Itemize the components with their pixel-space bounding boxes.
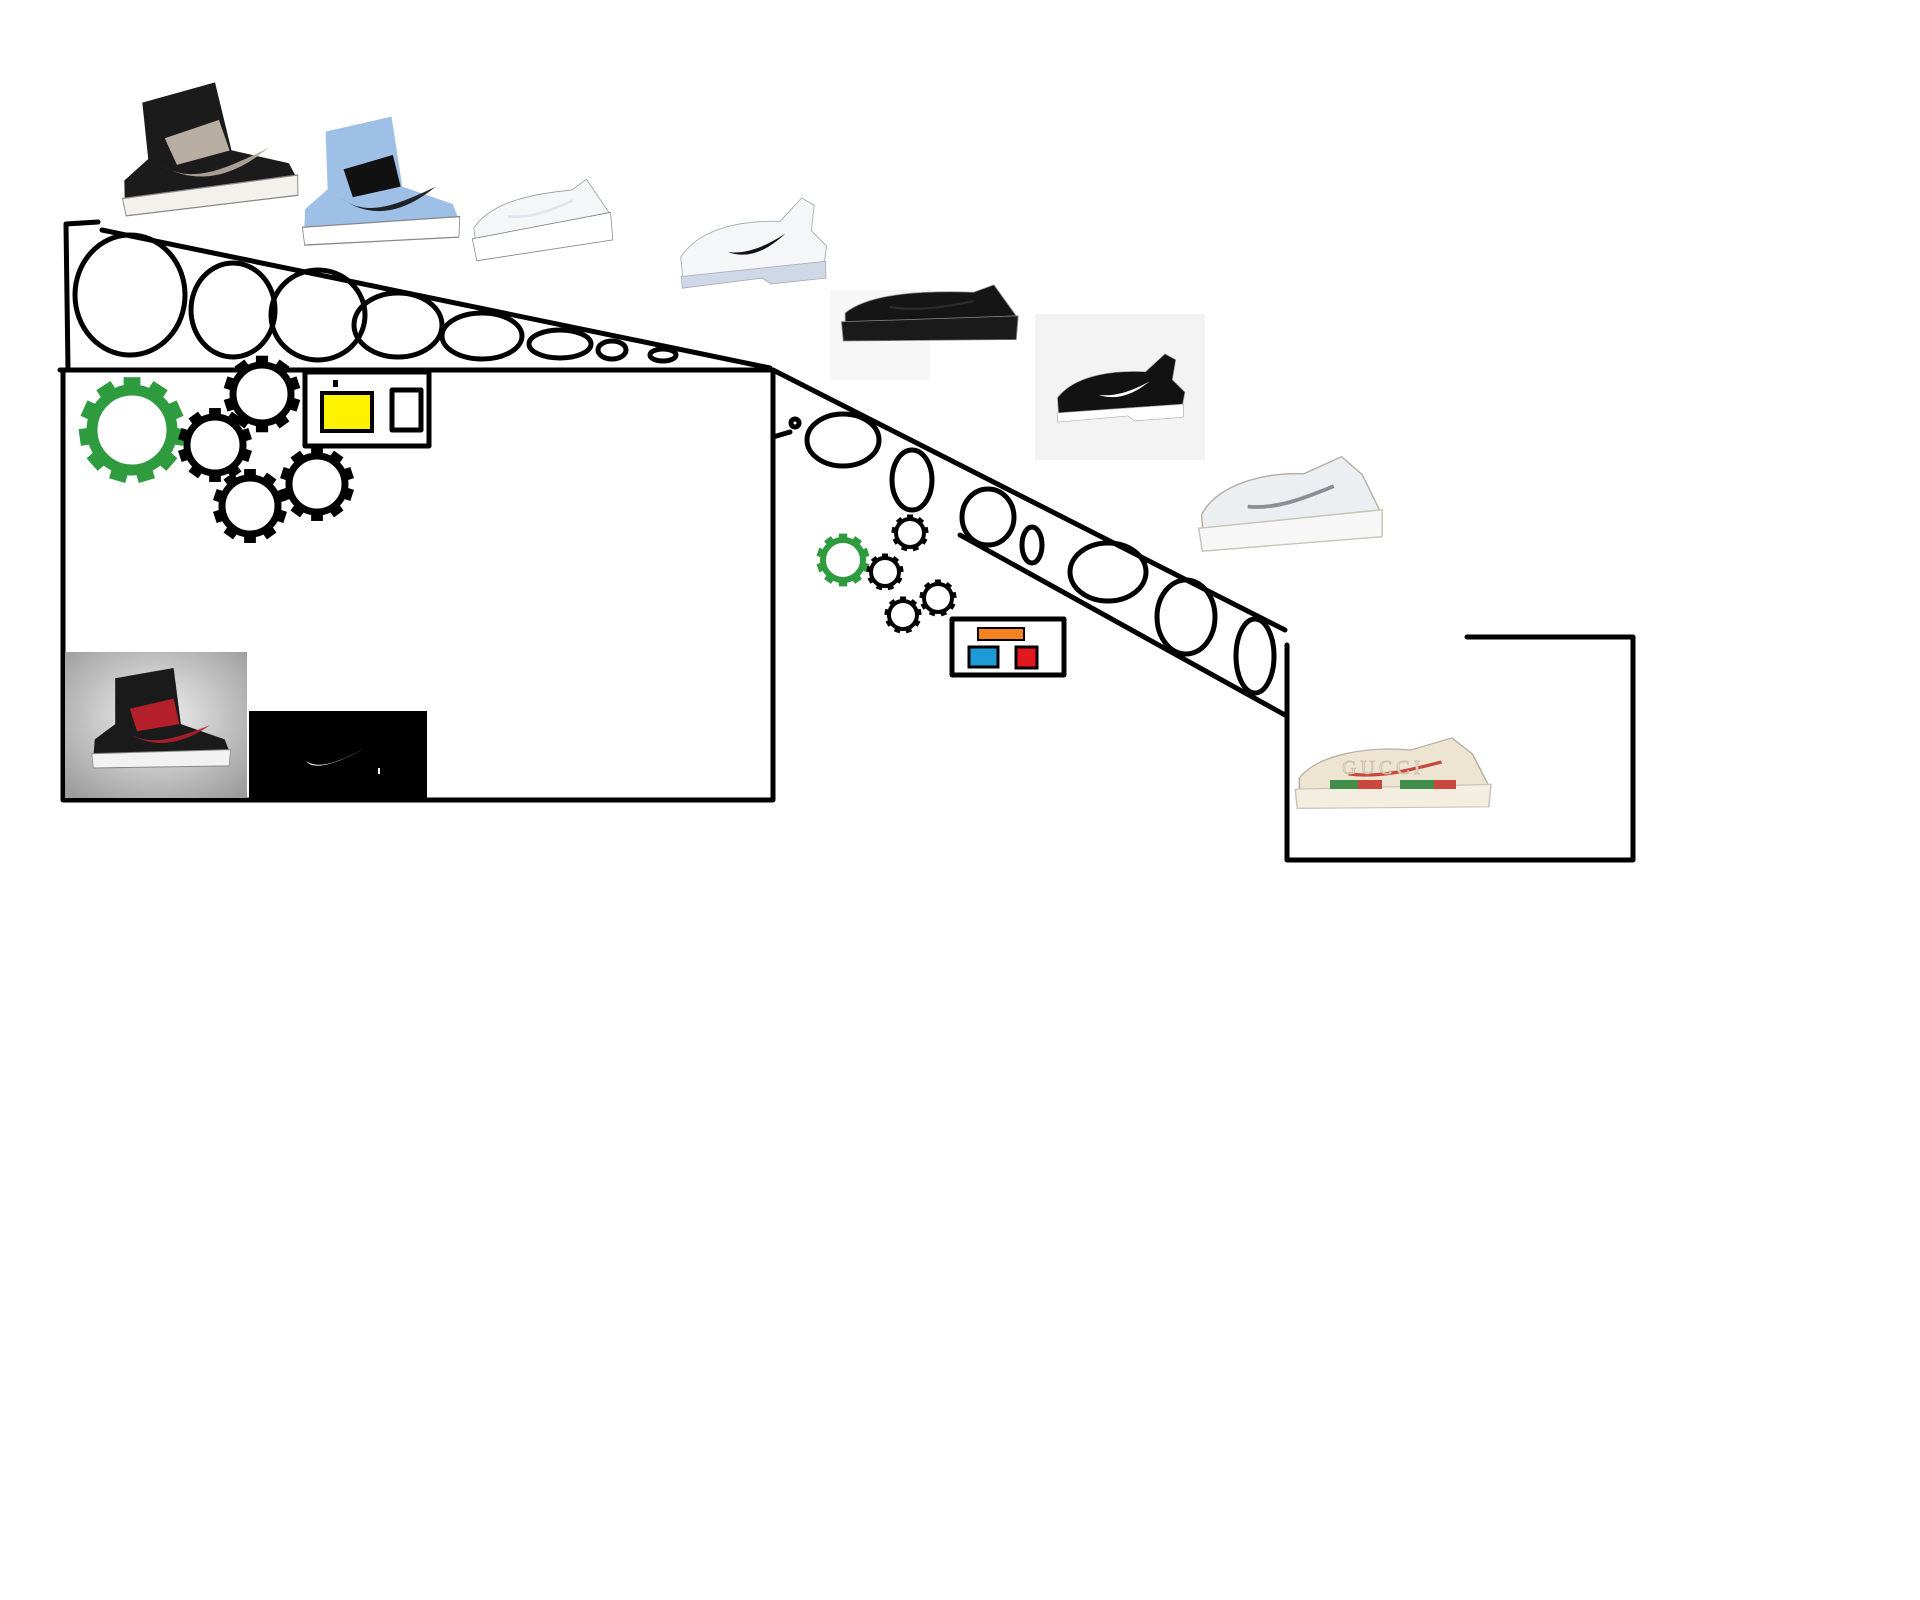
jordan-1-hyper-royal-sneaker <box>301 116 461 246</box>
roller <box>268 267 368 363</box>
gear-icon <box>884 596 922 634</box>
upper-chute-rollers <box>72 232 679 364</box>
roller <box>439 310 525 362</box>
roller <box>647 346 679 364</box>
gear-icon <box>866 553 904 591</box>
nike-logo-panel <box>249 711 427 798</box>
lower-chute-rollers <box>804 411 1277 696</box>
jordan-1-gym-red-sneaker <box>91 668 231 769</box>
white-court-sneaker <box>471 178 614 262</box>
roller <box>526 327 594 361</box>
roller <box>1019 524 1045 566</box>
product-photo-panel <box>65 652 247 798</box>
gear-icon <box>213 469 287 543</box>
collection-bin <box>1284 634 1636 863</box>
gucci-rhyton-sneaker <box>1294 737 1492 810</box>
roller <box>188 260 278 360</box>
svg-text:GUCCI: GUCCI <box>1342 757 1424 779</box>
blank-indicator <box>389 387 424 433</box>
roller <box>889 447 935 513</box>
yellow-indicator <box>320 391 374 433</box>
roller <box>1154 577 1218 657</box>
sneaker-products <box>121 82 1492 810</box>
gucci-logo: GUCCI <box>1342 757 1424 780</box>
jordan-1-shadow-sneaker <box>121 82 299 217</box>
gear-icon <box>891 514 929 552</box>
gear-cluster-lower <box>816 514 957 634</box>
roller <box>72 232 188 358</box>
blue-indicator <box>967 645 1000 669</box>
roller <box>1233 616 1277 696</box>
gear-icon <box>178 408 252 482</box>
green-gear-icon <box>78 377 186 484</box>
roller <box>351 290 445 360</box>
air-max-270-white-sneaker <box>680 197 827 289</box>
control-panel-lower <box>949 616 1067 678</box>
roller <box>595 338 629 362</box>
black-air-max-sneaker <box>840 284 1019 342</box>
upper-chute <box>57 219 773 373</box>
gear-icon <box>223 355 301 433</box>
gear-icon <box>280 447 354 521</box>
roller <box>1067 540 1149 604</box>
swoosh-icon <box>306 748 365 766</box>
roller <box>959 486 1017 548</box>
control-panel-main <box>302 369 432 449</box>
air-heights-white-sneaker <box>1197 455 1383 552</box>
main-machine-box <box>60 367 776 803</box>
lower-chute <box>770 367 1288 718</box>
orange-indicator <box>977 627 1025 641</box>
red-indicator <box>1014 645 1039 670</box>
roller <box>804 411 882 469</box>
gear-cluster-main <box>78 355 354 543</box>
gear-icon <box>919 579 957 617</box>
air-max-270-black-sneaker <box>1056 353 1186 423</box>
green-gear-icon <box>816 533 870 587</box>
